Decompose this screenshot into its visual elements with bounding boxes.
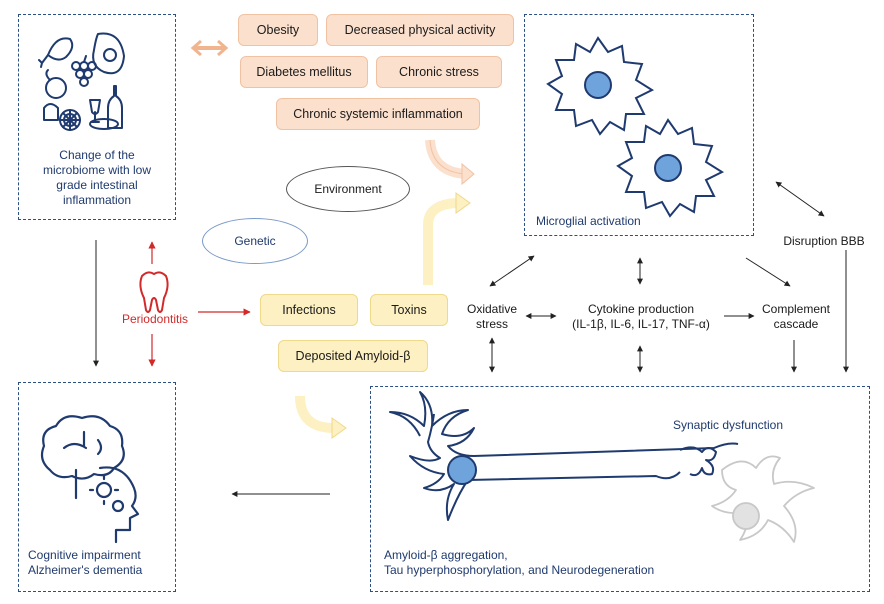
complement-line-1: Complement (761, 302, 831, 316)
neuron-caption-line-1: Amyloid-β aggregation, (384, 548, 508, 562)
complement-line-2: cascade (773, 317, 819, 331)
risk-to-microglia-arrow (425, 139, 475, 186)
deposited-amyloid-pill: Deposited Amyloid-β (278, 340, 428, 372)
diabetes-pill: Diabetes mellitus (240, 56, 368, 88)
systemic-inflammation-pill: Chronic systemic inflammation (276, 98, 480, 130)
genetic-ellipse: Genetic (202, 218, 308, 264)
tooth-icon (139, 271, 169, 313)
cytokine-line-2: (IL-1β, IL-6, IL-17, TNF-α) (572, 317, 710, 331)
amyloid-to-neuron-arrow (295, 395, 347, 439)
oxidative-stress-line-1: Oxidative (466, 302, 518, 316)
periodontitis-arrows (148, 241, 251, 367)
cytokine-line-1: Cytokine production (587, 302, 695, 316)
neuron-icon (389, 391, 739, 521)
microbiome-caption-line-4: inflammation (62, 193, 132, 207)
oxidative-stress-line-2: stress (475, 317, 508, 331)
microglia-cell-top (546, 36, 655, 136)
complement-label: Complement cascade (758, 302, 834, 332)
decreased-activity-pill: Decreased physical activity (326, 14, 514, 46)
cognitive-caption: Cognitive impairment Alzheimer's dementi… (28, 548, 176, 578)
microbiome-caption: Change of the microbiome with low grade … (22, 148, 172, 208)
chronic-stress-pill: Chronic stress (376, 56, 502, 88)
toxins-pill: Toxins (370, 294, 448, 326)
microglia-caption: Microglial activation (536, 214, 641, 228)
food-icon (38, 32, 125, 131)
microbiome-caption-line-3: grade intestinal (56, 178, 138, 192)
environment-ellipse: Environment (286, 166, 410, 212)
disruption-bbb-label: Disruption BBB (783, 234, 865, 248)
cognitive-caption-line-2: Alzheimer's dementia (28, 563, 143, 577)
risk-exchange-arrow (190, 39, 229, 57)
neuron-caption: Amyloid-β aggregation, Tau hyperphosphor… (384, 548, 724, 578)
brain-head-icon (40, 415, 140, 544)
microbiome-caption-line-2: microbiome with low (42, 163, 152, 177)
neuron-panel (370, 386, 870, 592)
microglia-cell-bottom (616, 118, 725, 218)
microbiome-panel (18, 14, 176, 220)
cognitive-caption-line-1: Cognitive impairment (28, 548, 141, 562)
infections-to-microglia-arrow (423, 192, 471, 285)
infections-pill: Infections (260, 294, 358, 326)
cognitive-panel (18, 382, 176, 592)
neuron-target-icon (711, 455, 815, 543)
microglia-panel (524, 14, 754, 236)
periodontitis-label: Periodontitis (121, 312, 189, 326)
oxidative-stress-label: Oxidative stress (458, 302, 526, 332)
obesity-pill: Obesity (238, 14, 318, 46)
interaction-arrows (93, 181, 849, 497)
cytokine-label: Cytokine production (IL-1β, IL-6, IL-17,… (556, 302, 726, 332)
neuron-caption-line-2: Tau hyperphosphorylation, and Neurodegen… (384, 563, 655, 577)
synaptic-dysfunction-label: Synaptic dysfunction (672, 418, 784, 432)
microbiome-caption-line-1: Change of the (59, 148, 135, 162)
